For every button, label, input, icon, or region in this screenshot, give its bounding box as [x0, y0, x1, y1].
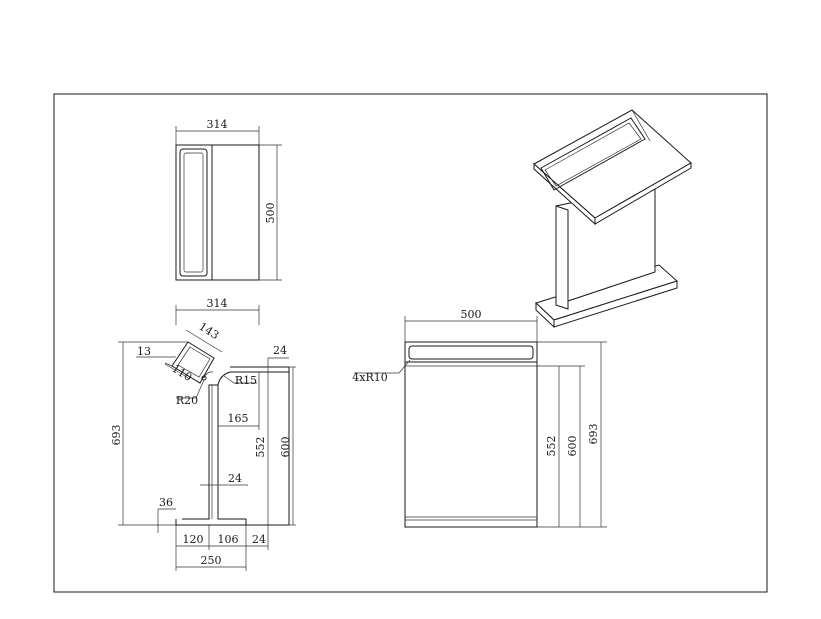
side-top-lip-label: 24: [273, 344, 287, 357]
side-view: 314 143 13 110 R20 R15 24 165 24 36: [110, 297, 296, 571]
side-base-lip-label: 36: [159, 496, 173, 509]
isometric-view: [533, 109, 692, 329]
top-view-depth-label: 500: [264, 203, 277, 224]
side-base-left-label: 120: [183, 533, 204, 546]
side-top-width-label: 314: [207, 297, 228, 310]
side-base-width-label: 250: [201, 554, 222, 567]
side-outer-height-label: 600: [279, 437, 292, 458]
side-corner-radius-label: R20: [176, 394, 198, 407]
top-view-width-label: 314: [207, 118, 228, 131]
side-total-height-label: 693: [110, 425, 123, 446]
front-view: 500 4xR10 552 600 693: [352, 308, 607, 528]
front-radius-note: 4xR10: [352, 371, 387, 384]
side-tilt-depth-label: 110: [170, 362, 195, 384]
front-height-mid-label: 600: [566, 436, 579, 457]
side-base-right-label: 106: [218, 533, 239, 546]
front-height-inner-label: 552: [545, 436, 558, 457]
side-overhang-label: 165: [228, 412, 249, 425]
side-inner-height-label: 552: [254, 437, 267, 458]
top-view: 314 500: [175, 118, 282, 281]
side-base-tail-label: 24: [252, 533, 266, 546]
sheet-border: [53, 93, 768, 593]
side-tilted-head: [164, 341, 215, 384]
front-width-label: 500: [461, 308, 482, 321]
side-tilt-lip-label: 13: [137, 345, 151, 358]
front-height-total-label: 693: [587, 424, 600, 445]
side-inner-radius-label: R15: [235, 374, 257, 387]
side-web-thickness-label: 24: [228, 472, 242, 485]
